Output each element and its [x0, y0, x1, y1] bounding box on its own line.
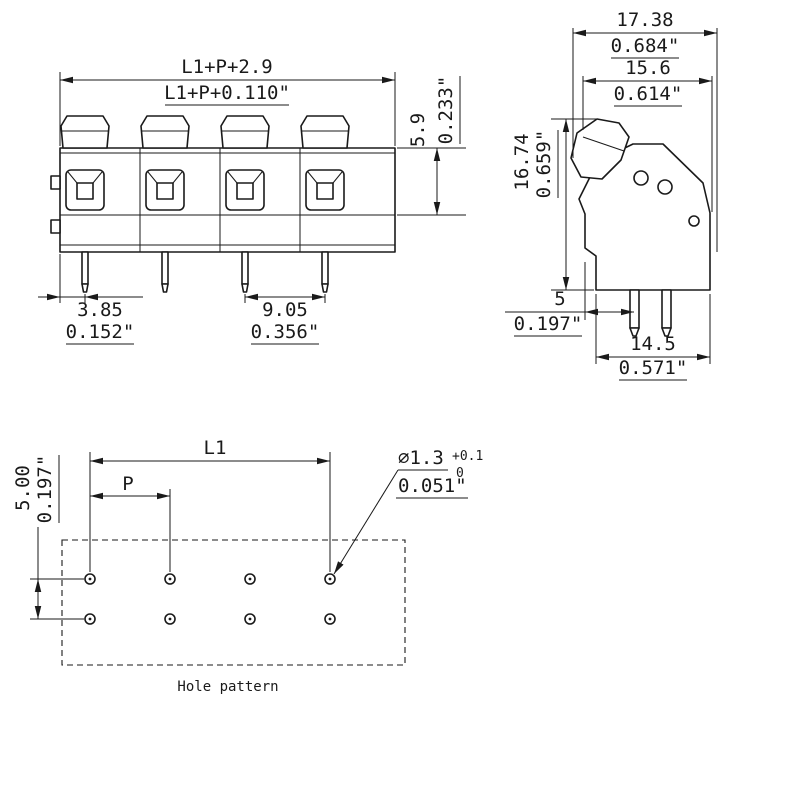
dim-side-height: 16.74 0.659"	[511, 118, 598, 291]
front-spacing-inch-label: 0.356"	[251, 321, 320, 343]
front-height-inch-label: 0.233"	[435, 76, 457, 145]
side-pin-inch-label: 0.197"	[514, 313, 583, 335]
side-overall-inch-label: 0.684"	[611, 35, 680, 57]
dim-front-pin-offset: 3.85 0.152"	[38, 254, 143, 345]
clamp-lever	[300, 115, 350, 149]
mounting-hole	[324, 573, 336, 585]
side-pin-mm-label: 5	[554, 288, 565, 310]
spring-window	[305, 169, 345, 211]
clamp-levers	[60, 115, 350, 149]
side-view: 17.38 0.684" 15.6 0.614" 16.74 0.659"	[505, 9, 718, 381]
hole-dia-inch-label: 0.051"	[398, 475, 467, 497]
hole-dia-label: ⌀1.3	[398, 447, 444, 469]
front-spacing-mm-label: 9.05	[262, 299, 308, 321]
solder-pin	[629, 289, 640, 329]
dim-hole-diameter: ⌀1.3 +0.1 0 0.051"	[333, 447, 483, 575]
hole-row-mm-label: 5.00	[12, 465, 34, 511]
clamp-lever	[220, 115, 270, 149]
front-housing	[59, 147, 396, 253]
hole-row-top	[84, 573, 336, 585]
side-inner-mm-label: 15.6	[625, 57, 671, 79]
side-hole	[688, 215, 700, 227]
solder-pin	[661, 289, 672, 329]
hole-row-inch-label: 0.197"	[34, 455, 56, 524]
solder-pin	[321, 251, 329, 285]
side-base-mm-label: 14.5	[630, 333, 676, 355]
hole-dia-tol-lower: 0	[456, 466, 464, 481]
dim-hole-row-spacing: 5.00 0.197"	[12, 455, 84, 620]
solder-pin	[81, 251, 89, 285]
hole-row-bottom	[84, 613, 336, 625]
spring-window	[225, 169, 265, 211]
front-view: L1+P+2.9 L1+P+0.110" 5.9 0.233" 3.85 0.1…	[38, 56, 466, 345]
board-outline	[61, 539, 406, 666]
dim-hole-pitch: P	[90, 473, 171, 572]
solder-pin	[161, 251, 169, 285]
mounting-hole	[84, 613, 96, 625]
mounting-hole	[244, 573, 256, 585]
front-solder-pins	[81, 251, 329, 293]
clamp-lever	[60, 115, 110, 149]
dim-front-overall-width: L1+P+2.9 L1+P+0.110"	[59, 56, 396, 146]
hole-dia-tol-upper: +0.1	[452, 449, 483, 464]
dim-side-pin-position: 5 0.197"	[505, 262, 634, 337]
dim-front-pin-spacing: 9.05 0.356"	[244, 293, 326, 345]
side-base-inch-label: 0.571"	[619, 357, 688, 379]
clamp-lever	[140, 115, 190, 149]
dim-hole-l1: L1	[89, 437, 331, 572]
front-overall-mm-label: L1+P+2.9	[181, 56, 273, 78]
spring-window	[65, 169, 105, 211]
hole-pattern-caption: Hole pattern	[177, 679, 278, 695]
side-tab	[50, 219, 61, 234]
hole-pitch-label: P	[122, 473, 133, 495]
side-inner-inch-label: 0.614"	[614, 83, 683, 105]
side-hole	[657, 179, 673, 195]
mounting-hole	[84, 573, 96, 585]
dim-front-height: 5.9 0.233"	[397, 76, 466, 216]
side-hole	[633, 170, 649, 186]
mounting-hole	[244, 613, 256, 625]
spring-window	[145, 169, 185, 211]
solder-pin	[241, 251, 249, 285]
front-offset-inch-label: 0.152"	[66, 321, 135, 343]
dim-side-base-width: 14.5 0.571"	[595, 294, 711, 381]
mounting-hole	[164, 573, 176, 585]
front-height-mm-label: 5.9	[407, 113, 429, 147]
side-tab	[50, 175, 61, 190]
front-overall-inch-label: L1+P+0.110"	[164, 82, 290, 104]
hole-pattern-view: L1 P 5.00 0.197" ⌀1.3 +0.1 0 0.051"	[12, 437, 483, 695]
hole-l1-label: L1	[204, 437, 227, 459]
side-overall-mm-label: 17.38	[616, 9, 673, 31]
dim-side-inner-width: 15.6 0.614"	[582, 57, 713, 212]
leader-line	[333, 469, 399, 575]
front-offset-mm-label: 3.85	[77, 299, 123, 321]
mounting-hole	[324, 613, 336, 625]
dim-side-overall-width: 17.38 0.684"	[572, 9, 718, 252]
side-height-inch-label: 0.659"	[533, 130, 555, 199]
side-height-mm-label: 16.74	[511, 133, 533, 190]
spring-windows	[65, 169, 345, 211]
mounting-hole	[164, 613, 176, 625]
